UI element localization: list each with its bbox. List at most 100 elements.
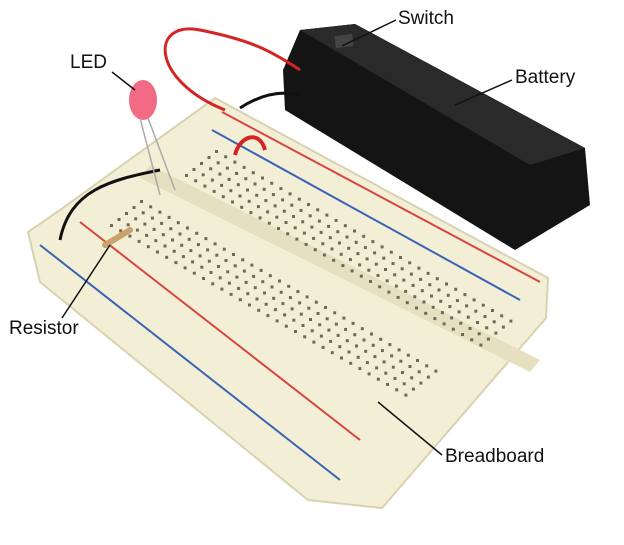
breadboard-hole: [454, 287, 458, 291]
breadboard-hole: [160, 221, 164, 225]
breadboard-hole: [218, 276, 222, 280]
breadboard-hole: [380, 349, 384, 353]
breadboard-hole: [256, 205, 260, 209]
breadboard-hole: [387, 290, 391, 294]
breadboard-hole: [125, 212, 128, 215]
breadboard-hole: [198, 254, 202, 258]
breadboard-hole: [141, 211, 145, 215]
breadboard-hole: [312, 340, 316, 344]
breadboard-hole: [380, 245, 384, 249]
breadboard-hole: [382, 256, 386, 260]
breadboard-hole: [266, 314, 270, 318]
leader-line-battery: [454, 79, 513, 106]
breadboard-hole: [402, 382, 406, 386]
breadboard-hole: [283, 313, 287, 317]
breadboard-hole: [268, 274, 272, 278]
breadboard-hole: [308, 214, 312, 218]
breadboard-hole: [309, 318, 312, 321]
breadboard-hole: [233, 264, 237, 268]
breadboard-hole: [217, 265, 220, 268]
breadboard-hole: [246, 292, 250, 296]
breadboard-hole: [327, 224, 331, 228]
breadboard-hole: [431, 305, 435, 309]
breadboard-hole: [419, 381, 423, 385]
breadboard-hole: [382, 360, 386, 364]
breadboard-hole: [165, 255, 169, 259]
breadboard-hole: [374, 262, 378, 266]
breadboard-hole: [393, 377, 397, 380]
breadboard-hole: [319, 334, 323, 338]
breadboard-hole: [137, 239, 141, 243]
breadboard-hole: [470, 338, 474, 342]
breadboard-hole: [492, 320, 496, 324]
breadboard-hole: [437, 288, 441, 292]
breadboard-hole: [466, 315, 470, 319]
breadboard-hole: [294, 330, 297, 333]
breadboard-hole: [341, 264, 345, 268]
breadboard-hole: [191, 260, 195, 264]
breadboard-hole: [134, 217, 138, 221]
breadboard-hole: [388, 343, 392, 347]
breadboard-hole: [362, 338, 366, 342]
breadboard-hole: [227, 177, 231, 181]
breadboard-hole: [401, 371, 404, 374]
breadboard-hole: [404, 393, 408, 397]
breadboard-hole: [178, 232, 182, 236]
breadboard-hole: [149, 205, 153, 209]
breadboard-hole: [270, 181, 274, 185]
breadboard-hole: [263, 291, 266, 295]
breadboard-hole: [345, 339, 349, 343]
breadboard-hole: [321, 242, 325, 246]
breadboard-holes: [110, 150, 513, 397]
breadboard-hole: [236, 183, 240, 187]
breadboard-hole: [267, 221, 271, 225]
breadboard-hole: [336, 230, 340, 234]
resistor-body: [102, 227, 133, 248]
breadboard-hole: [485, 326, 489, 330]
breadboard-hole: [500, 314, 504, 318]
breadboard-hole: [194, 179, 198, 183]
breadboard-hole: [183, 266, 187, 270]
breadboard-hole: [251, 171, 255, 175]
breadboard-hole: [284, 324, 288, 328]
breadboard-hole: [373, 251, 377, 255]
breadboard-hole: [212, 189, 216, 193]
breadboard-hole: [385, 279, 389, 283]
breadboard-hole: [395, 388, 399, 392]
breadboard-hole: [233, 160, 237, 164]
breadboard-hole: [238, 194, 242, 198]
breadboard-hole: [163, 244, 167, 248]
breadboard-hole: [362, 234, 366, 238]
breadboard-hole: [318, 323, 322, 327]
breadboard-hole: [310, 329, 314, 333]
breadboard-hole: [218, 172, 222, 176]
rail-blue-bottom: [39, 244, 341, 481]
breadboard-hole: [342, 316, 346, 320]
breadboard-hole: [271, 193, 275, 197]
breadboard-hole: [367, 268, 371, 272]
breadboard-hole: [117, 218, 121, 221]
leader-line-resistor: [61, 244, 111, 319]
breadboard-hole: [402, 278, 406, 282]
breadboard-hole: [376, 274, 380, 277]
breadboard-hole: [400, 267, 404, 271]
breadboard-hole: [167, 215, 171, 219]
breadboard-hole: [448, 305, 452, 309]
leader-line-breadboard: [377, 401, 443, 456]
breadboard-hole: [249, 211, 253, 215]
label-led: LED: [70, 52, 107, 73]
breadboard-hole: [367, 372, 371, 376]
breadboard-hole: [253, 286, 257, 290]
breadboard-hole: [238, 298, 242, 302]
breadboard-hole: [353, 333, 357, 337]
breadboard-hole: [416, 359, 419, 362]
breadboard-hole: [399, 256, 402, 259]
breadboard-hole: [282, 209, 286, 213]
breadboard-hole: [461, 333, 464, 336]
breadboard-hole: [288, 296, 292, 300]
breadboard-hole: [299, 312, 303, 316]
breadboard-hole: [279, 290, 283, 294]
breadboard-hole: [325, 213, 329, 217]
breadboard-hole: [351, 321, 355, 325]
breadboard-hole: [393, 273, 397, 277]
